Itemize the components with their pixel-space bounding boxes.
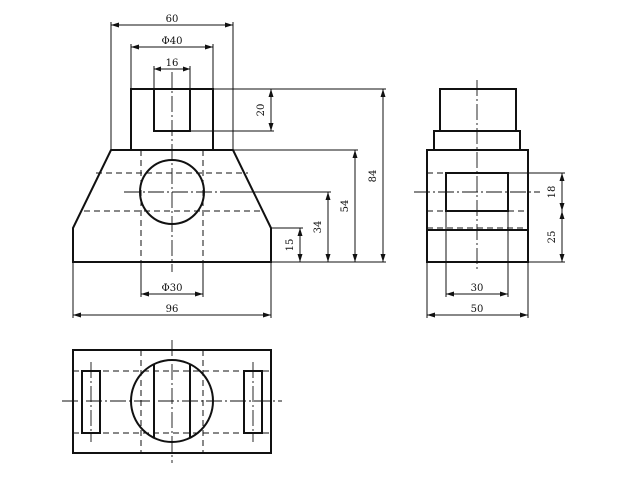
arrowhead	[141, 291, 149, 297]
arrowhead	[205, 44, 213, 50]
arrowhead	[268, 123, 274, 131]
dim-label-84: 84	[368, 170, 379, 183]
dim-label-18: 18	[547, 186, 558, 199]
arrowhead	[195, 291, 203, 297]
arrowhead	[297, 254, 303, 262]
arrowhead	[268, 89, 274, 97]
arrowhead	[111, 22, 119, 28]
dim-label-50: 50	[471, 304, 484, 315]
dim-label-15: 15	[285, 239, 296, 252]
dim-label-54: 54	[340, 200, 351, 213]
side-body-outline	[426, 149, 529, 263]
dim-label-60: 60	[166, 14, 179, 25]
arrowhead	[520, 312, 528, 318]
arrowhead	[154, 66, 161, 72]
arrowhead	[225, 22, 233, 28]
dim-label-phi30: Φ30	[162, 283, 183, 294]
arrowhead	[183, 66, 190, 72]
side-top-block	[439, 88, 517, 131]
side-view	[414, 80, 540, 272]
arrowhead	[263, 312, 271, 318]
arrowhead	[380, 89, 386, 97]
arrowhead	[559, 203, 565, 211]
dim-label-34: 34	[313, 221, 324, 234]
arrowhead	[73, 312, 81, 318]
dim-label-20: 20	[256, 104, 267, 117]
arrowhead	[380, 254, 386, 262]
dim-label-96: 96	[166, 304, 179, 315]
arrowhead	[325, 254, 331, 262]
dimensions: 60 Φ40 16 20 84 54	[72, 14, 565, 318]
dim-label-phi40: Φ40	[162, 36, 183, 47]
arrowhead	[352, 150, 358, 158]
dim-label-16: 16	[166, 58, 179, 69]
arrowhead	[500, 291, 508, 297]
arrowhead	[559, 211, 565, 219]
arrowhead	[131, 44, 139, 50]
arrowhead	[297, 228, 303, 236]
front-view	[72, 72, 272, 272]
arrowhead	[427, 312, 435, 318]
dim-label-30: 30	[471, 283, 484, 294]
top-view	[62, 340, 282, 463]
arrowhead	[352, 254, 358, 262]
arrowhead	[559, 173, 565, 181]
arrowhead	[559, 254, 565, 262]
arrowhead	[325, 192, 331, 200]
arrowhead	[446, 291, 454, 297]
front-boss-outline	[130, 88, 214, 150]
dim-label-25: 25	[547, 231, 558, 244]
